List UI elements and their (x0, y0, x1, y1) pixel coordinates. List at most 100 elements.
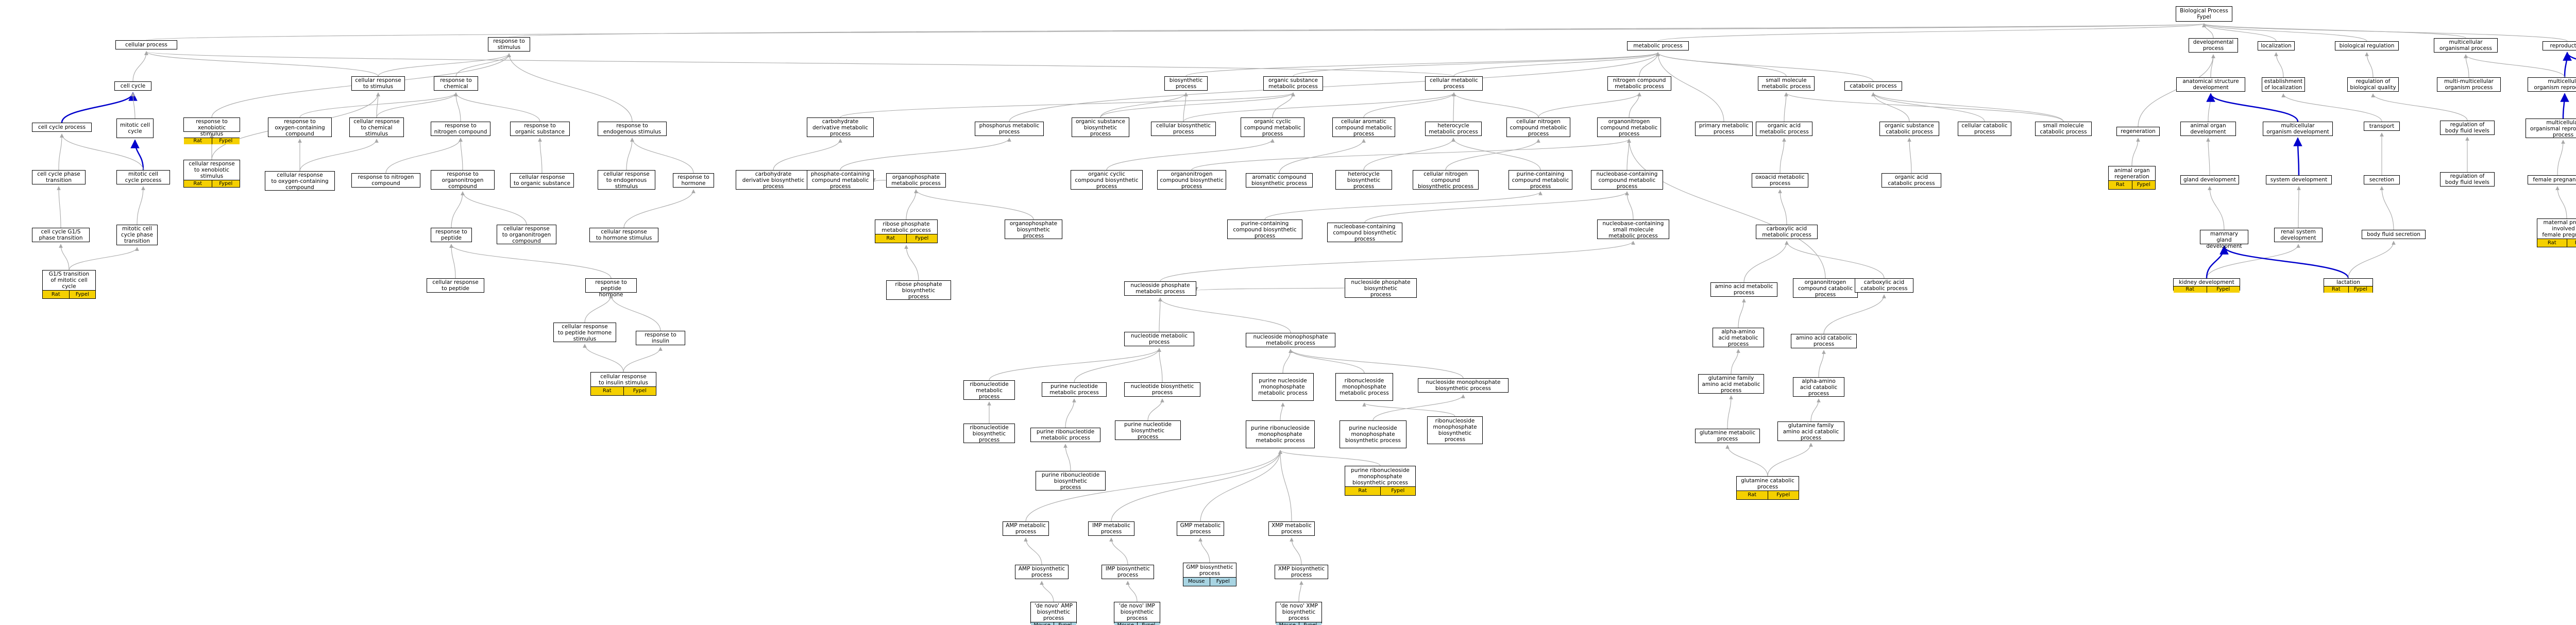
go-term-purine-ribonucleotide-metabolic[interactable]: purine ribonucleotide metabolic process (1030, 428, 1100, 442)
go-term-regulation-of-biological-quality[interactable]: regulation of biological quality (2347, 77, 2399, 92)
go-term-xmp-biosynthetic[interactable]: XMP biosynthetic process (1275, 565, 1328, 579)
go-term-developmental-process[interactable]: developmental process (2189, 38, 2238, 53)
go-term-bp[interactable]: Biological Process Fypel (2176, 6, 2232, 22)
go-term-response-to-organic-substance[interactable]: response to organic substance (510, 122, 570, 136)
go-term-ribonucleoside-monophosphate-biosynthetic[interactable]: ribonucleoside monophosphate biosyntheti… (1427, 416, 1483, 444)
go-term-de-novo-amp[interactable]: 'de novo' AMP biosynthetic processMouseF… (1030, 602, 1077, 625)
go-term-cellular-metabolic[interactable]: cellular metabolic process (1425, 76, 1483, 91)
go-term-heterocycle-biosynthetic[interactable]: heterocycle biosynthetic process (1335, 170, 1392, 190)
go-term-animal-organ-development[interactable]: animal organ development (2180, 122, 2236, 136)
go-term-alpha-amino-acid-metabolic[interactable]: alpha-amino acid metabolic process (1713, 328, 1764, 347)
go-term-nucleobase-small-molecule-metabolic[interactable]: nucleobase-containing small molecule met… (1597, 219, 1669, 239)
go-term-response-to-stimulus[interactable]: response to stimulus (488, 37, 530, 52)
go-term-anatomical-structure-development[interactable]: anatomical structure development (2176, 77, 2245, 92)
go-term-carbohydrate-derivative-biosynthetic[interactable]: carbohydrate derivative biosynthetic pro… (736, 170, 811, 190)
go-term-female-pregnancy[interactable]: female pregnancy (2528, 175, 2576, 184)
go-term-oxoacid-metabolic[interactable]: oxoacid metabolic process (1752, 173, 1808, 188)
go-term-renal-system-development[interactable]: renal system development (2274, 228, 2323, 242)
go-term-multicellular-organismal-process[interactable]: multicellular organismal process (2434, 38, 2498, 53)
go-term-response-to-chemical[interactable]: response to chemical (434, 76, 478, 91)
go-term-cell-cycle[interactable]: cell cycle (114, 81, 151, 91)
go-term-purine-ribonucleoside-monophosphate-biosynthetic[interactable]: purine ribonucleoside monophosphate bios… (1345, 466, 1416, 496)
go-term-cellular-process[interactable]: cellular process (115, 40, 177, 49)
go-term-organic-substance-catabolic[interactable]: organic substance catabolic process (1879, 122, 1939, 136)
go-term-cellular-response-to-stimulus[interactable]: cellular response to stimulus (351, 76, 405, 91)
go-term-response-to-nitrogen-compound[interactable]: response to nitrogen compound (431, 122, 490, 136)
go-term-multi-multicellular[interactable]: multi-multicellular organism process (2437, 77, 2501, 92)
go-term-response-to-organonitrogen[interactable]: response to organonitrogen compound (431, 170, 495, 190)
go-term-cellular-response-to-peptide[interactable]: cellular response to peptide (427, 278, 484, 293)
go-term-response-to-hormone[interactable]: response to hormone (673, 173, 714, 188)
go-term-phosphorus-metabolic[interactable]: phosphorus metabolic process (975, 122, 1044, 136)
go-term-organic-cyclic-compound-biosynthetic[interactable]: organic cyclic compound biosynthetic pro… (1071, 170, 1143, 190)
go-term-glutamine-family-amino-acid-metabolic[interactable]: glutamine family amino acid metabolic pr… (1698, 374, 1764, 394)
go-term-de-novo-xmp[interactable]: 'de novo' XMP biosynthetic processMouseF… (1276, 602, 1322, 625)
go-term-cellular-response-to-hormone-stimulus[interactable]: cellular response to hormone stimulus (589, 228, 658, 242)
go-term-xmp-metabolic[interactable]: XMP metabolic process (1268, 521, 1315, 536)
go-term-alpha-amino-acid-catabolic[interactable]: alpha-amino acid catabolic process (1793, 377, 1844, 397)
go-term-multicellular-organismal-reproductive[interactable]: multicellular organismal reproductive pr… (2526, 119, 2576, 138)
go-term-cellular-response-to-organic-substance[interactable]: cellular response to organic substance (510, 173, 574, 188)
go-term-primary-metabolic[interactable]: primary metabolic process (1695, 122, 1753, 136)
go-term-organophosphate-metabolic[interactable]: organophosphate metabolic process (886, 173, 946, 188)
go-term-purine-containing-biosynthetic[interactable]: purine-containing compound biosynthetic … (1227, 219, 1302, 239)
go-term-amino-acid-catabolic[interactable]: amino acid catabolic process (1791, 334, 1857, 348)
go-term-response-to-insulin[interactable]: response to insulin (636, 331, 685, 345)
go-term-transport[interactable]: transport (2364, 122, 2400, 131)
go-term-regeneration[interactable]: regeneration (2116, 127, 2160, 136)
go-term-purine-nucleotide-metabolic[interactable]: purine nucleotide metabolic process (1042, 382, 1107, 397)
go-term-mitotic-cell-cycle-process[interactable]: mitotic cell cycle process (116, 170, 170, 184)
go-term-imp-biosynthetic[interactable]: IMP biosynthetic process (1101, 565, 1154, 579)
go-term-body-fluid-secretion[interactable]: body fluid secretion (2362, 230, 2426, 239)
go-term-multicellular-organism-development[interactable]: multicellular organism development (2263, 122, 2333, 136)
go-term-response-to-peptide-hormone[interactable]: response to peptide hormone (585, 278, 637, 298)
go-term-ribonucleotide-biosynthetic[interactable]: ribonucleotide biosynthetic process (963, 424, 1015, 443)
go-term-ribonucleoside-monophosphate-metabolic[interactable]: ribonucleoside monophosphate metabolic p… (1335, 373, 1393, 401)
go-term-purine-nucleoside-monophosphate-biosynthetic[interactable]: purine nucleoside monophosphate biosynth… (1340, 420, 1406, 448)
go-term-maternal-process-pregnancy[interactable]: maternal process involved in female preg… (2537, 218, 2576, 247)
go-term-amino-acid-metabolic[interactable]: amino acid metabolic process (1710, 282, 1777, 297)
go-term-amp-metabolic[interactable]: AMP metabolic process (1003, 521, 1049, 536)
go-term-system-development[interactable]: system development (2266, 175, 2332, 184)
go-term-cellular-response-to-chemical[interactable]: cellular response to chemical stimulus (349, 117, 404, 137)
go-term-ribonucleotide-metabolic[interactable]: ribonucleotide metabolic process (963, 380, 1015, 400)
go-term-organophosphate-biosynthetic[interactable]: organophosphate biosynthetic process (1005, 219, 1062, 239)
go-term-heterocycle-metabolic[interactable]: heterocycle metabolic process (1425, 122, 1482, 136)
go-term-regulation-of-body-fluid-levels2[interactable]: regulation of body fluid levels (2440, 172, 2495, 187)
go-term-nucleotide-metabolic[interactable]: nucleotide metabolic process (1124, 332, 1194, 346)
go-term-localization[interactable]: localization (2258, 41, 2295, 50)
go-term-organonitrogen-compound-biosynthetic[interactable]: organonitrogen compound biosynthetic pro… (1157, 170, 1226, 190)
go-term-cellular-response-to-oxygen-containing[interactable]: cellular response to oxygen-containing c… (265, 171, 335, 191)
go-term-cellular-aromatic-compound-metabolic[interactable]: cellular aromatic compound metabolic pro… (1332, 117, 1395, 137)
go-term-cellular-biosynthetic[interactable]: cellular biosynthetic process (1151, 122, 1216, 136)
go-term-nucleoside-monophosphate-biosynthetic[interactable]: nucleoside monophosphate biosynthetic pr… (1418, 378, 1509, 393)
go-term-purine-containing-metabolic[interactable]: purine-containing compound metabolic pro… (1509, 170, 1572, 190)
go-term-small-molecule-catabolic[interactable]: small molecule catabolic process (2035, 122, 2092, 136)
go-term-organic-acid-metabolic[interactable]: organic acid metabolic process (1756, 122, 1812, 136)
go-term-response-to-peptide[interactable]: response to peptide (431, 228, 472, 242)
go-term-biosynthetic-process[interactable]: biosynthetic process (1164, 76, 1208, 91)
go-term-cellular-catabolic[interactable]: cellular catabolic process (1958, 122, 2011, 136)
go-term-mammary-gland-development[interactable]: mammary gland development (2200, 230, 2248, 249)
go-term-response-to-endogenous-stimulus[interactable]: response to endogenous stimulus (598, 122, 667, 136)
go-term-de-novo-imp[interactable]: 'de novo' IMP biosynthetic processMouseF… (1114, 602, 1160, 625)
go-term-organic-substance-biosynthetic[interactable]: organic substance biosynthetic process (1072, 117, 1129, 137)
go-term-nucleotide-biosynthetic[interactable]: nucleotide biosynthetic process (1124, 382, 1200, 397)
go-term-gland-development[interactable]: gland development (2180, 175, 2239, 184)
go-term-cellular-nitrogen-compound-metabolic[interactable]: cellular nitrogen compound metabolic pro… (1506, 117, 1570, 137)
go-term-secretion[interactable]: secretion (2364, 175, 2400, 184)
go-term-cell-cycle-phase-transition[interactable]: cell cycle phase transition (32, 170, 86, 184)
go-term-mitotic-cell-cycle-phase-transition[interactable]: mitotic cell cycle phase transition (116, 225, 158, 245)
go-term-establishment-of-localization[interactable]: establishment of localization (2262, 77, 2305, 92)
go-term-multicellular-organism-reproduction[interactable]: multicellular organism reproduction (2528, 77, 2576, 92)
go-term-small-molecule-metabolic[interactable]: small molecule metabolic process (1758, 76, 1815, 91)
go-term-amp-biosynthetic[interactable]: AMP biosynthetic process (1015, 565, 1069, 579)
go-term-nucleoside-monophosphate-metabolic[interactable]: nucleoside monophosphate metabolic proce… (1246, 333, 1335, 347)
go-term-ribose-phosphate-biosynthetic[interactable]: ribose phosphate biosynthetic process (886, 280, 951, 300)
go-term-purine-nucleotide-biosynthetic[interactable]: purine nucleotide biosynthetic process (1115, 420, 1181, 440)
